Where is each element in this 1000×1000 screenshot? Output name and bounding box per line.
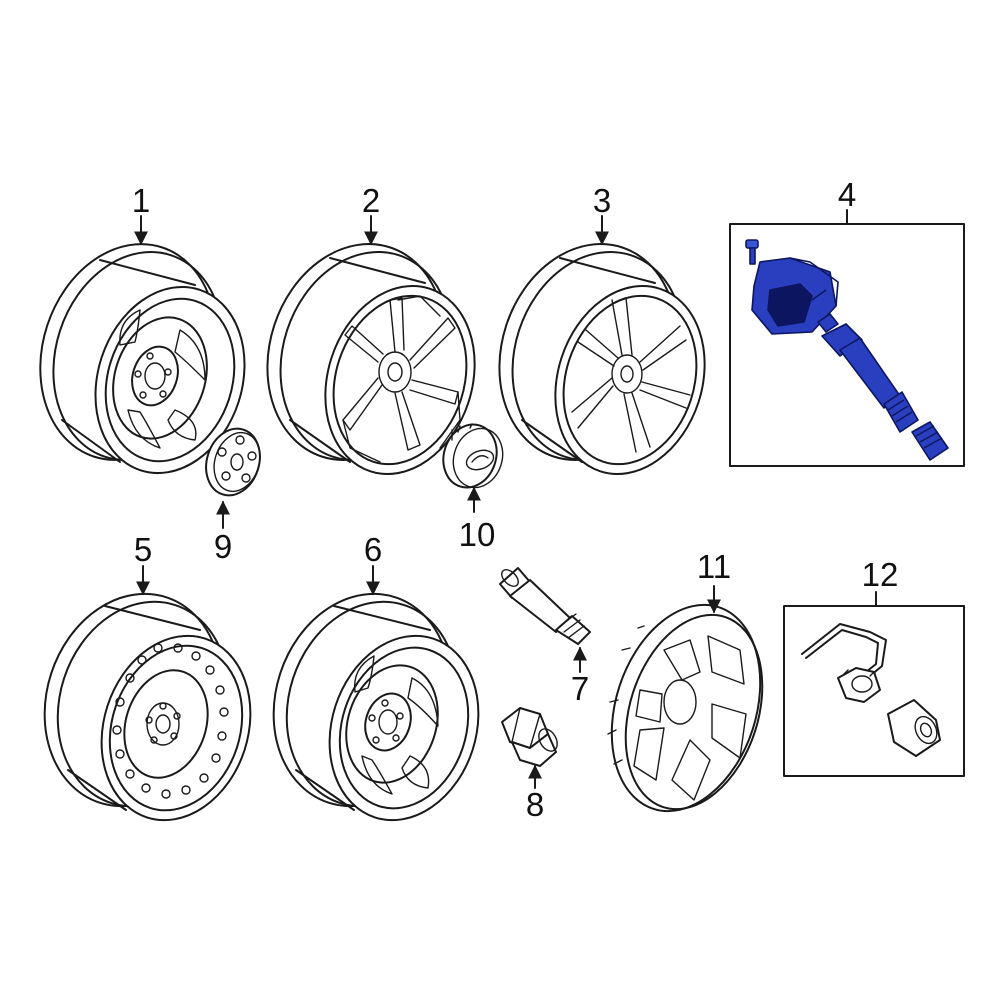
- sensor-valve-cap: [911, 421, 949, 461]
- callout-labels: 1 2 3 4 5 6 7 8 9 10 11 12: [132, 176, 899, 823]
- callout-7: 7: [571, 670, 589, 707]
- center-cap-part-9[interactable]: [198, 422, 268, 503]
- callout-1: 1: [132, 182, 150, 219]
- lock-adapter: [887, 699, 941, 757]
- callout-4: 4: [838, 176, 856, 213]
- wheel-part-5[interactable]: [18, 571, 274, 840]
- lock-key: [801, 623, 887, 677]
- tpms-sensor-part-4[interactable]: [729, 223, 965, 467]
- callout-8: 8: [526, 786, 544, 823]
- wheel-part-2[interactable]: [240, 221, 498, 494]
- valve-stem-part-7[interactable]: [499, 567, 591, 645]
- callout-11: 11: [697, 548, 731, 585]
- callout-10: 10: [459, 516, 496, 553]
- center-cap-part-10[interactable]: [435, 418, 510, 495]
- callout-9: 9: [214, 528, 232, 565]
- callout-12: 12: [862, 556, 899, 593]
- leader-lines: [134, 209, 877, 789]
- lug-nut-part-8[interactable]: [501, 707, 561, 767]
- callout-5: 5: [134, 531, 152, 568]
- callout-6: 6: [364, 531, 382, 568]
- sensor-valve-stem: [817, 313, 919, 433]
- callout-3: 3: [593, 182, 611, 219]
- callout-2: 2: [362, 182, 380, 219]
- lock-kit-part-12[interactable]: [783, 605, 965, 777]
- wheel-part-6[interactable]: [247, 571, 502, 840]
- vent-holes: [112, 643, 229, 799]
- lock-nut: [837, 667, 881, 703]
- wheel-part-3[interactable]: [472, 221, 728, 494]
- wheel-part-1[interactable]: [13, 221, 268, 492]
- sensor-body: [751, 257, 839, 335]
- sensor-screw: [745, 239, 759, 265]
- wheel-cover-part-11[interactable]: [587, 586, 786, 831]
